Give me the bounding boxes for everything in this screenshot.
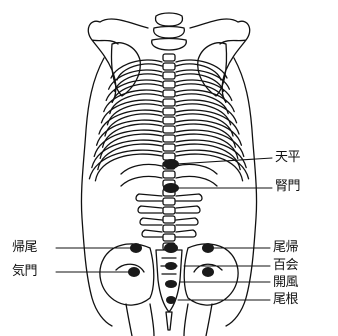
transverse-process-right [176, 206, 200, 213]
acupoint-bikon [166, 296, 176, 304]
vertebra [163, 135, 175, 142]
transverse-process-left [140, 218, 162, 225]
vertebra [163, 207, 175, 214]
transverse-process-right [176, 230, 196, 237]
transverse-process-right [176, 218, 198, 225]
transverse-process-left [142, 230, 162, 237]
vertebra [163, 72, 175, 79]
label-bishu: 尾帰 [273, 241, 298, 255]
vertebra [163, 216, 175, 223]
transverse-process-left [138, 206, 162, 213]
acupoint-tenhei [163, 159, 179, 169]
label-bikon: 尾根 [273, 293, 298, 307]
vertebra [163, 54, 175, 61]
floating-rib-left [121, 164, 162, 174]
vertebra [163, 81, 175, 88]
floating-rib-right [176, 176, 217, 186]
acupoint-bishu [202, 243, 214, 253]
floating-rib-left [121, 176, 162, 186]
label-kibi: 帰尾 [12, 241, 37, 255]
spine [163, 54, 175, 250]
vertebra [163, 225, 175, 232]
vertebra [163, 234, 175, 241]
transverse-process-right [176, 194, 202, 201]
acupoint-kimon [128, 267, 140, 277]
vertebra [163, 126, 175, 133]
vertebra [163, 198, 175, 205]
acupoint-kaifu [165, 280, 177, 288]
vertebra [163, 171, 175, 178]
label-kaifu: 開風 [273, 276, 298, 290]
acupoint-right-hip [202, 267, 214, 277]
vertebra [163, 144, 175, 151]
vertebra [163, 153, 175, 160]
pelvis-left [100, 244, 154, 305]
vertebra [163, 99, 175, 106]
cervical-vertebrae [152, 13, 187, 50]
vertebra [163, 117, 175, 124]
label-jinmon: 腎門 [275, 180, 300, 194]
acupoint-bishu-center [164, 243, 178, 253]
femur-heads [126, 304, 212, 336]
transverse-process-left [136, 194, 162, 201]
acupoint-hyakue [165, 262, 177, 270]
label-tenhei: 天平 [275, 151, 300, 165]
vertebra [163, 108, 175, 115]
vertebra [163, 90, 175, 97]
floating-rib-right [176, 164, 217, 174]
acupoint-jinmon [163, 183, 179, 193]
label-hyakue: 百会 [273, 259, 298, 273]
label-kimon: 気門 [12, 265, 37, 279]
coccyx [166, 312, 172, 330]
acupoint-kibi [130, 243, 142, 253]
vertebra [163, 63, 175, 70]
